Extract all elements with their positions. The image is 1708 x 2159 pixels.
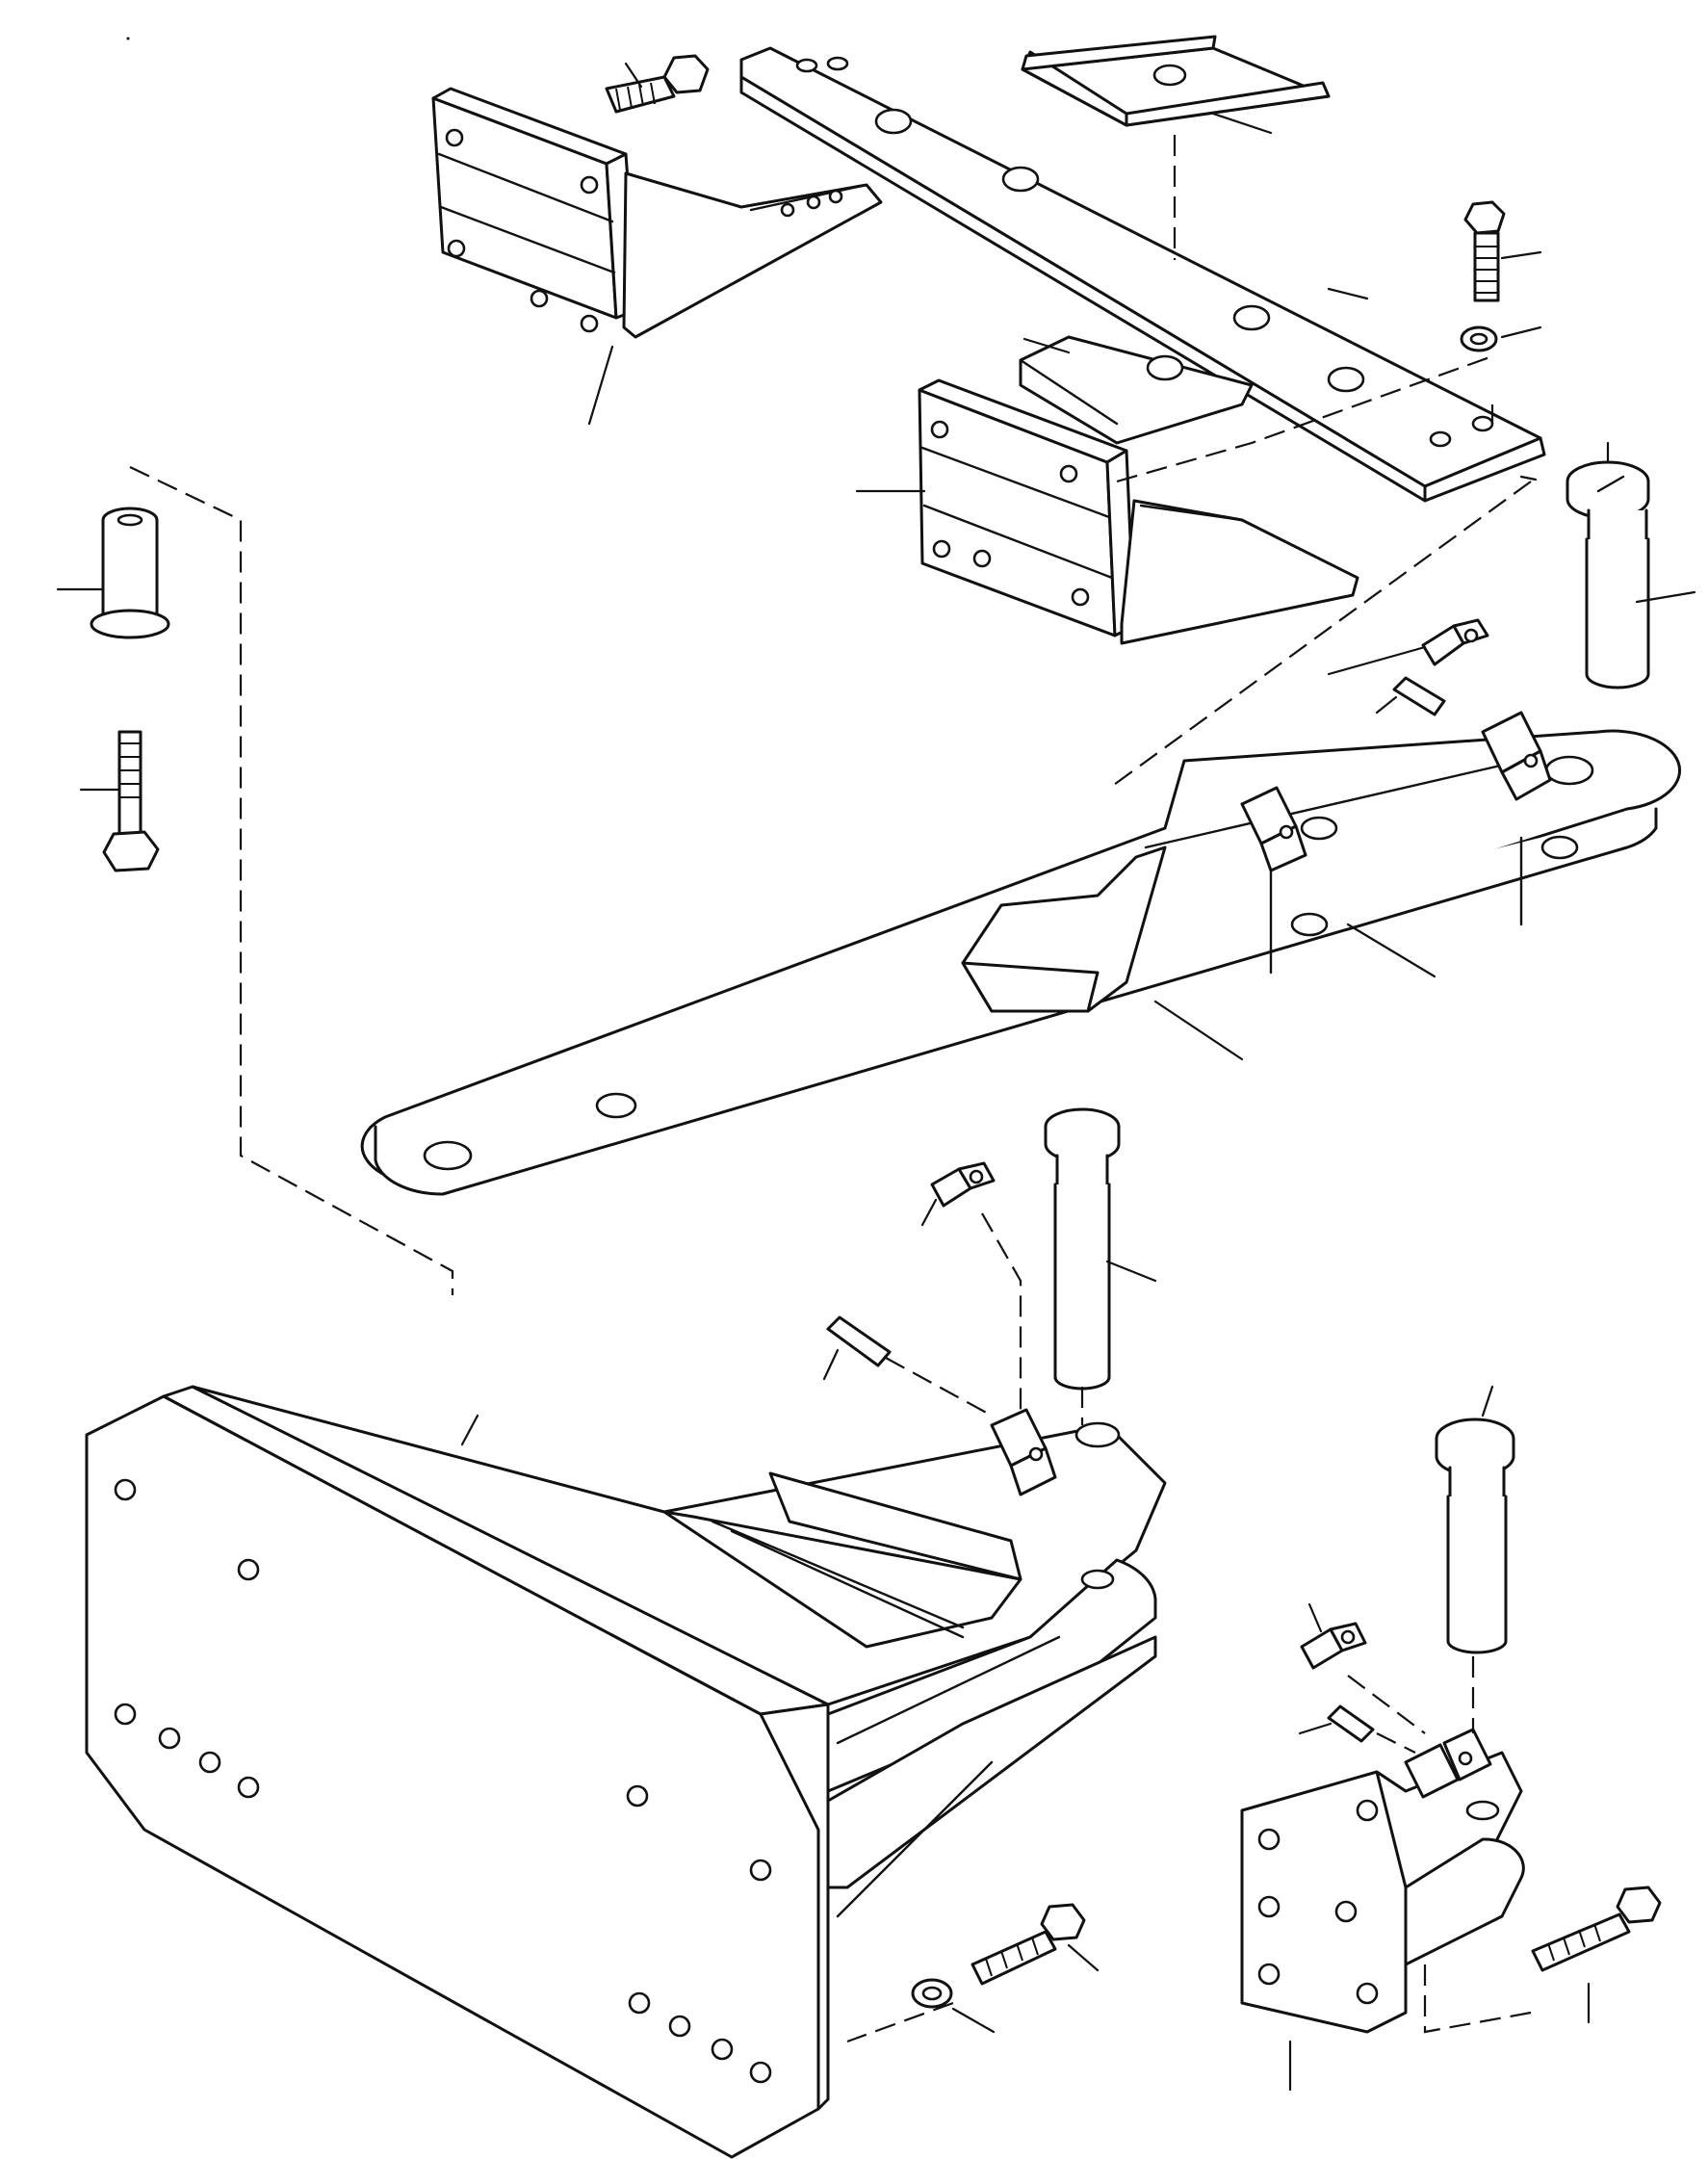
roll-pin-bottom-right [1327, 1704, 1375, 1743]
hex-bolt-left [102, 730, 160, 872]
upper-left-mounting-bracket [431, 87, 883, 339]
hitch-pin-top-right [1566, 460, 1650, 689]
drawbar-main-arm [360, 729, 1682, 1196]
retainer-clip-bottom-right [1300, 1622, 1367, 1670]
clevis-block-arm-right [1481, 711, 1552, 801]
clevis-assembly-bottom-right [1240, 1728, 1525, 2034]
retainer-clip-arm-top [1421, 618, 1489, 666]
channel-plate-top [1021, 35, 1331, 127]
channel-plate-lower [1019, 335, 1254, 445]
hex-bolt-right [1463, 200, 1506, 302]
hex-bolt-bottom-right [1531, 1886, 1662, 1972]
hex-bolt-top [605, 54, 710, 114]
lock-washer-right [1460, 325, 1498, 352]
lower-mounting-bracket [918, 378, 1359, 645]
hitch-pin-bottom-right [1435, 1418, 1515, 1654]
spacer-bushing-left [90, 507, 170, 639]
support-bar-upper [739, 46, 1546, 503]
retainer-clip-middle [930, 1161, 996, 1208]
assembly-lines [129, 135, 1532, 2043]
clevis-block-bracket [990, 1408, 1057, 1496]
hex-bolt-bottom-center [970, 1903, 1086, 1986]
hitch-pin-middle [1044, 1107, 1121, 1391]
scan-speck [126, 37, 130, 40]
roll-pin-arm [1392, 676, 1446, 716]
roll-pin-middle [826, 1315, 892, 1367]
callout-leaders [56, 62, 1696, 2092]
clevis-block-arm-left [1240, 786, 1307, 872]
main-hitch-bracket [85, 1385, 1167, 2159]
washer-bottom-center [911, 1978, 953, 2009]
